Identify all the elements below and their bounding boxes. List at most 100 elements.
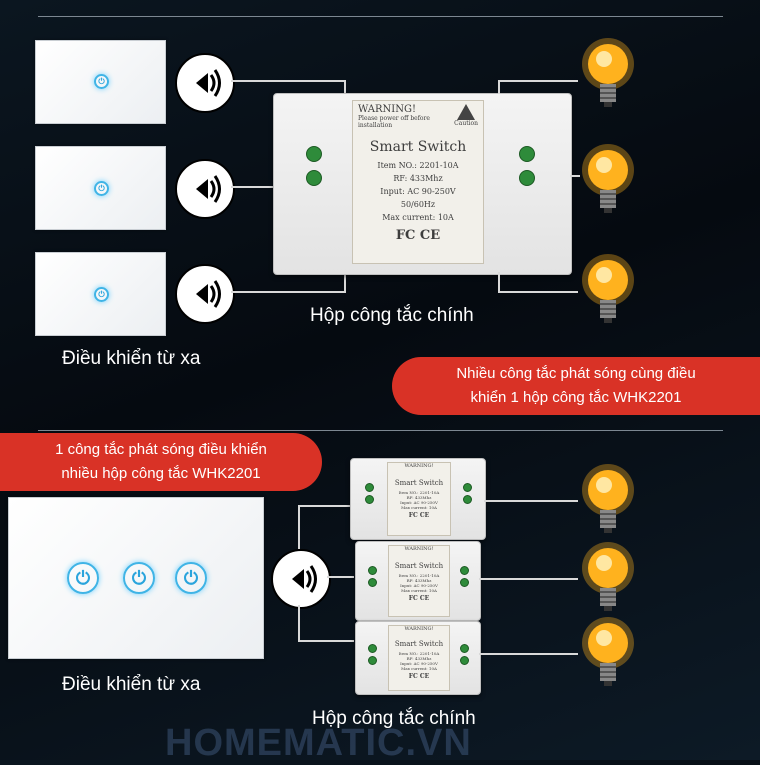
warning-sub: Please power off before installation bbox=[358, 115, 430, 129]
power-icon: ⏻ bbox=[94, 181, 109, 196]
connector-line bbox=[570, 175, 580, 177]
max-current: Max current: 10A bbox=[382, 213, 454, 222]
connector-line bbox=[479, 578, 578, 580]
freq-text: 50/60Hz bbox=[400, 200, 436, 209]
max-current: Max current: 10A bbox=[401, 505, 437, 510]
power-icon: ⏻ bbox=[123, 562, 155, 594]
connector-line bbox=[298, 605, 300, 640]
bottom-box-caption: Hộp công tắc chính bbox=[312, 708, 476, 729]
remote-switch-1: ⏻ bbox=[35, 40, 166, 124]
power-icon: ⏻ bbox=[175, 562, 207, 594]
brand-text: Smart Switch bbox=[394, 479, 444, 487]
connector-line bbox=[231, 291, 346, 293]
rf-text: RF: 433Mhz bbox=[406, 495, 432, 500]
terminal bbox=[365, 495, 374, 504]
relay-box-3: WARNING! Smart Switch Item NO.: 2201-10A… bbox=[355, 621, 481, 695]
rf-text: RF: 433Mhz bbox=[393, 174, 443, 183]
power-icon: ⏻ bbox=[94, 74, 109, 89]
rf-text: RF: 433Mhz bbox=[406, 656, 432, 661]
terminal bbox=[463, 483, 472, 492]
connector-line bbox=[498, 80, 578, 82]
relay-box-1: WARNING! Smart Switch Item NO.: 2201-10A… bbox=[350, 458, 486, 540]
warning-text: WARNING! bbox=[404, 463, 434, 469]
warning-text: WARNING! bbox=[404, 626, 434, 632]
relay-label: WARNING! Smart Switch Item NO.: 2201-10A… bbox=[387, 462, 451, 536]
brand-text: Smart Switch bbox=[394, 640, 444, 648]
caution-text: Caution bbox=[454, 120, 478, 127]
top-box-caption: Hộp công tắc chính bbox=[310, 305, 474, 326]
max-current: Max current: 10A bbox=[401, 666, 437, 671]
cert-marks: FC CE bbox=[408, 512, 430, 519]
callout-line: khiển 1 hộp công tắc WHK2201 bbox=[470, 389, 682, 406]
relay-label: WARNING! Please power off before install… bbox=[352, 100, 484, 264]
item-no: Item NO.: 2201-10A bbox=[398, 651, 440, 656]
connector-line bbox=[231, 186, 273, 188]
bottom-callout: 1 công tắc phát sóng điều khiển nhiều hộ… bbox=[0, 433, 322, 491]
terminal bbox=[306, 146, 322, 162]
input-text: Input: AC 90-250V bbox=[400, 500, 438, 505]
rf-text: RF: 433Mhz bbox=[406, 578, 432, 583]
cert-marks: FC CE bbox=[408, 595, 430, 602]
input-text: Input: AC 90-250V bbox=[400, 583, 438, 588]
warning-text: WARNING! bbox=[404, 546, 434, 552]
rf-signal-icon bbox=[175, 264, 235, 324]
callout-line: 1 công tắc phát sóng điều khiển bbox=[55, 441, 267, 458]
middle-divider bbox=[38, 430, 723, 431]
item-no: Item NO.: 2201-10A bbox=[377, 161, 459, 170]
warning-text: WARNING! bbox=[358, 104, 416, 115]
max-current: Max current: 10A bbox=[401, 588, 437, 593]
connector-line bbox=[498, 80, 500, 94]
terminal bbox=[365, 483, 374, 492]
item-no: Item NO.: 2201-10A bbox=[398, 573, 440, 578]
watermark-logo: HOMEMATIC.VN bbox=[165, 722, 472, 764]
terminal bbox=[368, 644, 377, 653]
connector-line bbox=[344, 80, 346, 94]
callout-line: nhiều hộp công tắc WHK2201 bbox=[61, 465, 261, 482]
remote-switch-2: ⏻ bbox=[35, 146, 166, 230]
top-callout: Nhiều công tắc phát sóng cùng điều khiển… bbox=[392, 357, 760, 415]
light-bulb-icon bbox=[582, 38, 634, 107]
rf-signal-icon bbox=[175, 53, 235, 113]
terminal bbox=[368, 656, 377, 665]
brand-text: Smart Switch bbox=[394, 562, 444, 570]
terminal bbox=[519, 146, 535, 162]
relay-label: WARNING! Smart Switch Item NO.: 2201-10A… bbox=[388, 625, 450, 691]
light-bulb-icon bbox=[582, 464, 634, 533]
power-icon: ⏻ bbox=[67, 562, 99, 594]
light-bulb-icon bbox=[582, 254, 634, 323]
connector-line bbox=[298, 640, 354, 642]
connector-line bbox=[479, 653, 578, 655]
terminal bbox=[460, 566, 469, 575]
relay-label: WARNING! Smart Switch Item NO.: 2201-10A… bbox=[388, 545, 450, 617]
power-icon: ⏻ bbox=[94, 287, 109, 302]
connector-line bbox=[484, 500, 578, 502]
bottom-remote-caption: Điều khiển từ xa bbox=[62, 674, 201, 695]
terminal bbox=[460, 578, 469, 587]
input-text: Input: AC 90-250V bbox=[380, 187, 456, 196]
cert-marks: FC CE bbox=[408, 673, 430, 680]
connector-line bbox=[498, 272, 500, 292]
terminal bbox=[368, 578, 377, 587]
terminal bbox=[519, 170, 535, 186]
top-remote-caption: Điều khiển từ xa bbox=[62, 348, 201, 369]
top-divider bbox=[38, 16, 723, 17]
connector-line bbox=[298, 505, 350, 507]
caution-icon bbox=[457, 104, 476, 120]
brand-text: Smart Switch bbox=[369, 139, 467, 155]
item-no: Item NO.: 2201-10A bbox=[398, 490, 440, 495]
cert-marks: FC CE bbox=[395, 228, 441, 243]
connector-line bbox=[344, 272, 346, 292]
terminal bbox=[460, 644, 469, 653]
terminal bbox=[368, 566, 377, 575]
connector-line bbox=[231, 80, 346, 82]
connector-line bbox=[327, 576, 354, 578]
light-bulb-icon bbox=[582, 144, 634, 213]
connector-line bbox=[298, 505, 300, 549]
light-bulb-icon bbox=[582, 542, 634, 611]
remote-switch-3: ⏻ bbox=[35, 252, 166, 336]
connector-line bbox=[498, 291, 578, 293]
terminal bbox=[463, 495, 472, 504]
rf-signal-icon bbox=[271, 549, 331, 609]
terminal bbox=[460, 656, 469, 665]
main-relay-box: WARNING! Please power off before install… bbox=[273, 93, 572, 275]
